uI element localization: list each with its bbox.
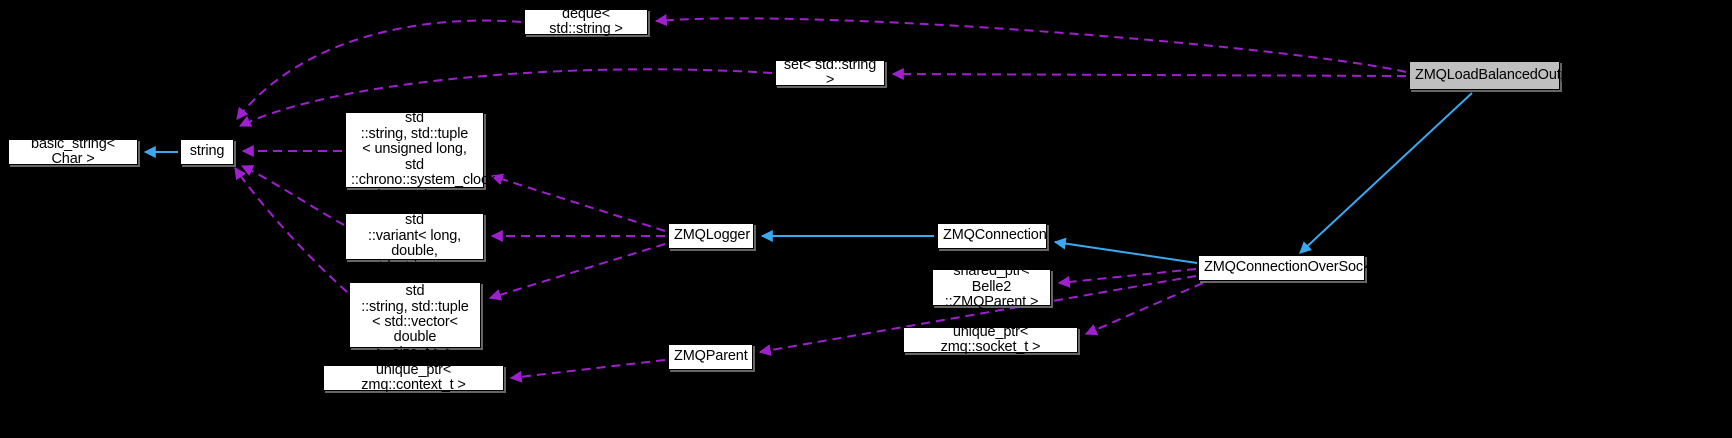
node-label-deque_string: deque< std::string > [549, 5, 623, 37]
node-uptr_context[interactable]: unique_ptr< zmq::context_t > [323, 361, 504, 393]
edge-set_string-loadbalancedoutput [891, 68, 1407, 81]
node-label-zmqloadbalancedoutput: ZMQLoadBalancedOutput [1415, 66, 1581, 83]
edge-string-umap_tuple_vector [234, 167, 348, 293]
node-string[interactable]: string [180, 139, 234, 165]
node-zmqlogger[interactable]: ZMQLogger [668, 223, 754, 249]
edge-umap_tuple_vector-zmqlogger [488, 243, 666, 301]
node-set_string[interactable]: set< std::string > [775, 56, 885, 88]
node-label-zmqparent: ZMQParent [674, 348, 748, 365]
node-zmqconnectionoversocket[interactable]: ZMQConnectionOverSocket [1198, 255, 1382, 281]
edge-oversocket-loadbalancedoutput [1299, 92, 1473, 254]
node-uptr_socket[interactable]: unique_ptr< zmq::socket_t > [903, 323, 1078, 355]
node-label-set_string: set< std::string > [783, 56, 877, 88]
edge-zmqconnection-oversocket [1053, 237, 1198, 264]
edge-umap_tuple_time-zmqlogger [490, 173, 666, 232]
node-umap_tuple_time[interactable]: unordered_map< std ::string, std::tuple … [345, 95, 495, 203]
node-label-string: string [189, 143, 225, 160]
node-label-zmqlogger: ZMQLogger [674, 227, 751, 244]
node-basic_string[interactable]: basic_string< Char > [8, 135, 138, 167]
node-label-sptr_zmqparent: shared_ptr< Belle2 ::ZMQParent > [944, 263, 1039, 311]
edge-uptr_context-zmqparent [509, 359, 666, 383]
node-label-map_variant: map< std::string, std ::variant< long, d… [361, 196, 468, 275]
edge-deque_string-loadbalancedoutput [654, 14, 1407, 73]
node-umap_tuple_vector[interactable]: unordered_map< std ::string, std::tuple … [349, 268, 481, 361]
edge-uptr_socket-oversocket [1084, 282, 1204, 336]
edge-sptr_zmqparent-oversocket [1057, 268, 1197, 288]
edge-string-map_variant [240, 165, 345, 226]
node-label-zmqconnectionoversocket: ZMQConnectionOverSocket [1204, 259, 1382, 276]
node-label-basic_string: basic_string< Char > [31, 135, 115, 167]
node-zmqconnection[interactable]: ZMQConnection [937, 223, 1047, 249]
node-deque_string[interactable]: deque< std::string > [524, 5, 648, 37]
node-map_variant[interactable]: map< std::string, std ::variant< long, d… [345, 197, 484, 274]
edge-string-set_string [238, 68, 773, 127]
node-zmqparent[interactable]: ZMQParent [668, 344, 753, 370]
node-label-umap_tuple_vector: unordered_map< std ::string, std::tuple … [360, 267, 470, 361]
node-label-uptr_socket: unique_ptr< zmq::socket_t > [940, 323, 1041, 355]
node-zmqloadbalancedoutput[interactable]: ZMQLoadBalancedOutput [1409, 61, 1581, 90]
node-label-zmqconnection: ZMQConnection [943, 227, 1047, 244]
node-label-umap_tuple_time: unordered_map< std ::string, std::tuple … [351, 95, 496, 204]
node-sptr_zmqparent[interactable]: shared_ptr< Belle2 ::ZMQParent > [932, 264, 1051, 310]
node-label-uptr_context: unique_ptr< zmq::context_t > [361, 361, 466, 393]
